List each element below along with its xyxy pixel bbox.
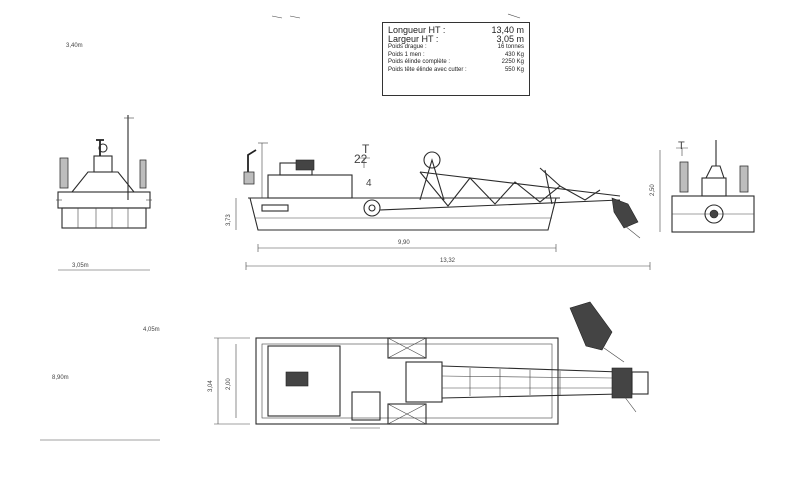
spec-row-poids-elinde: Poids élinde complète : 2250 Kg	[388, 59, 524, 67]
dim-side-height: 3,73	[226, 214, 232, 226]
dim-right-height: 2,50	[650, 184, 656, 196]
spec-label: Poids tête élinde avec cutter :	[388, 66, 467, 73]
dim-front-width: 3,05m	[72, 263, 89, 269]
dim-hull-length: 9,90	[398, 240, 410, 246]
spec-value: 430 Kg	[504, 51, 524, 58]
plan-ladder	[405, 361, 621, 403]
front-cabin	[70, 171, 136, 193]
spec-row-poids-drague: Poids drague : 16 tonnes	[388, 44, 524, 52]
spec-table: Longueur HT : 13,40 m Largeur HT : 3,05 …	[382, 22, 530, 96]
spec-label: Largeur HT :	[388, 34, 439, 44]
plan-engine-room	[267, 345, 341, 417]
dim-plan-width-outer: 3,04	[208, 380, 214, 392]
spec-label: Poids drague :	[388, 44, 427, 50]
right-mark-t: T	[678, 140, 685, 152]
front-view	[56, 115, 152, 271]
side-a-frame	[419, 158, 445, 201]
spec-row-longueur: Longueur HT : 13,40 m	[388, 26, 524, 35]
front-winch	[93, 155, 113, 173]
side-mark-4: 4	[366, 178, 372, 189]
front-hull	[61, 207, 147, 229]
spec-value: 16 tonnes	[497, 44, 524, 50]
dim-plan-mark: 4,05m	[143, 327, 160, 333]
side-ladder-truss	[379, 167, 621, 211]
spec-value: 2250 Kg	[501, 59, 524, 66]
spec-label: Poids élinde complète :	[388, 59, 451, 66]
side-engine-house	[267, 174, 353, 199]
dim-plan-left: 8,90m	[52, 375, 69, 381]
spec-row-largeur: Largeur HT : 3,05 m	[388, 35, 524, 44]
dim-top-left: 3,40m	[66, 43, 83, 49]
side-mark-22: 22	[354, 152, 368, 166]
side-mark-t: T	[362, 142, 370, 156]
dim-total-length: 13,32	[440, 258, 456, 264]
spec-value: 13,40 m	[491, 25, 524, 35]
spec-value: 550 Kg	[504, 66, 524, 73]
side-hull	[249, 197, 557, 231]
spec-value: 3,05 m	[496, 34, 524, 44]
spec-row-poids-tete: Poids tête élinde avec cutter : 550 Kg	[388, 67, 524, 75]
plan-cutter	[611, 367, 633, 399]
side-cutter-head	[611, 197, 639, 229]
side-label-plate	[261, 204, 289, 212]
right-view	[659, 140, 755, 233]
dim-plan-width-inner: 2,00	[226, 378, 232, 390]
front-deck	[57, 191, 151, 209]
plan-cutter-swung	[569, 301, 613, 351]
spec-row-poids-men: Poids 1 men : 430 Kg	[388, 52, 524, 60]
spec-label: Longueur HT :	[388, 25, 446, 35]
right-pivot	[704, 204, 724, 224]
side-view	[235, 142, 651, 270]
spec-label: Poids 1 men :	[388, 51, 425, 58]
side-pivot	[363, 199, 381, 217]
plan-view	[214, 301, 649, 429]
